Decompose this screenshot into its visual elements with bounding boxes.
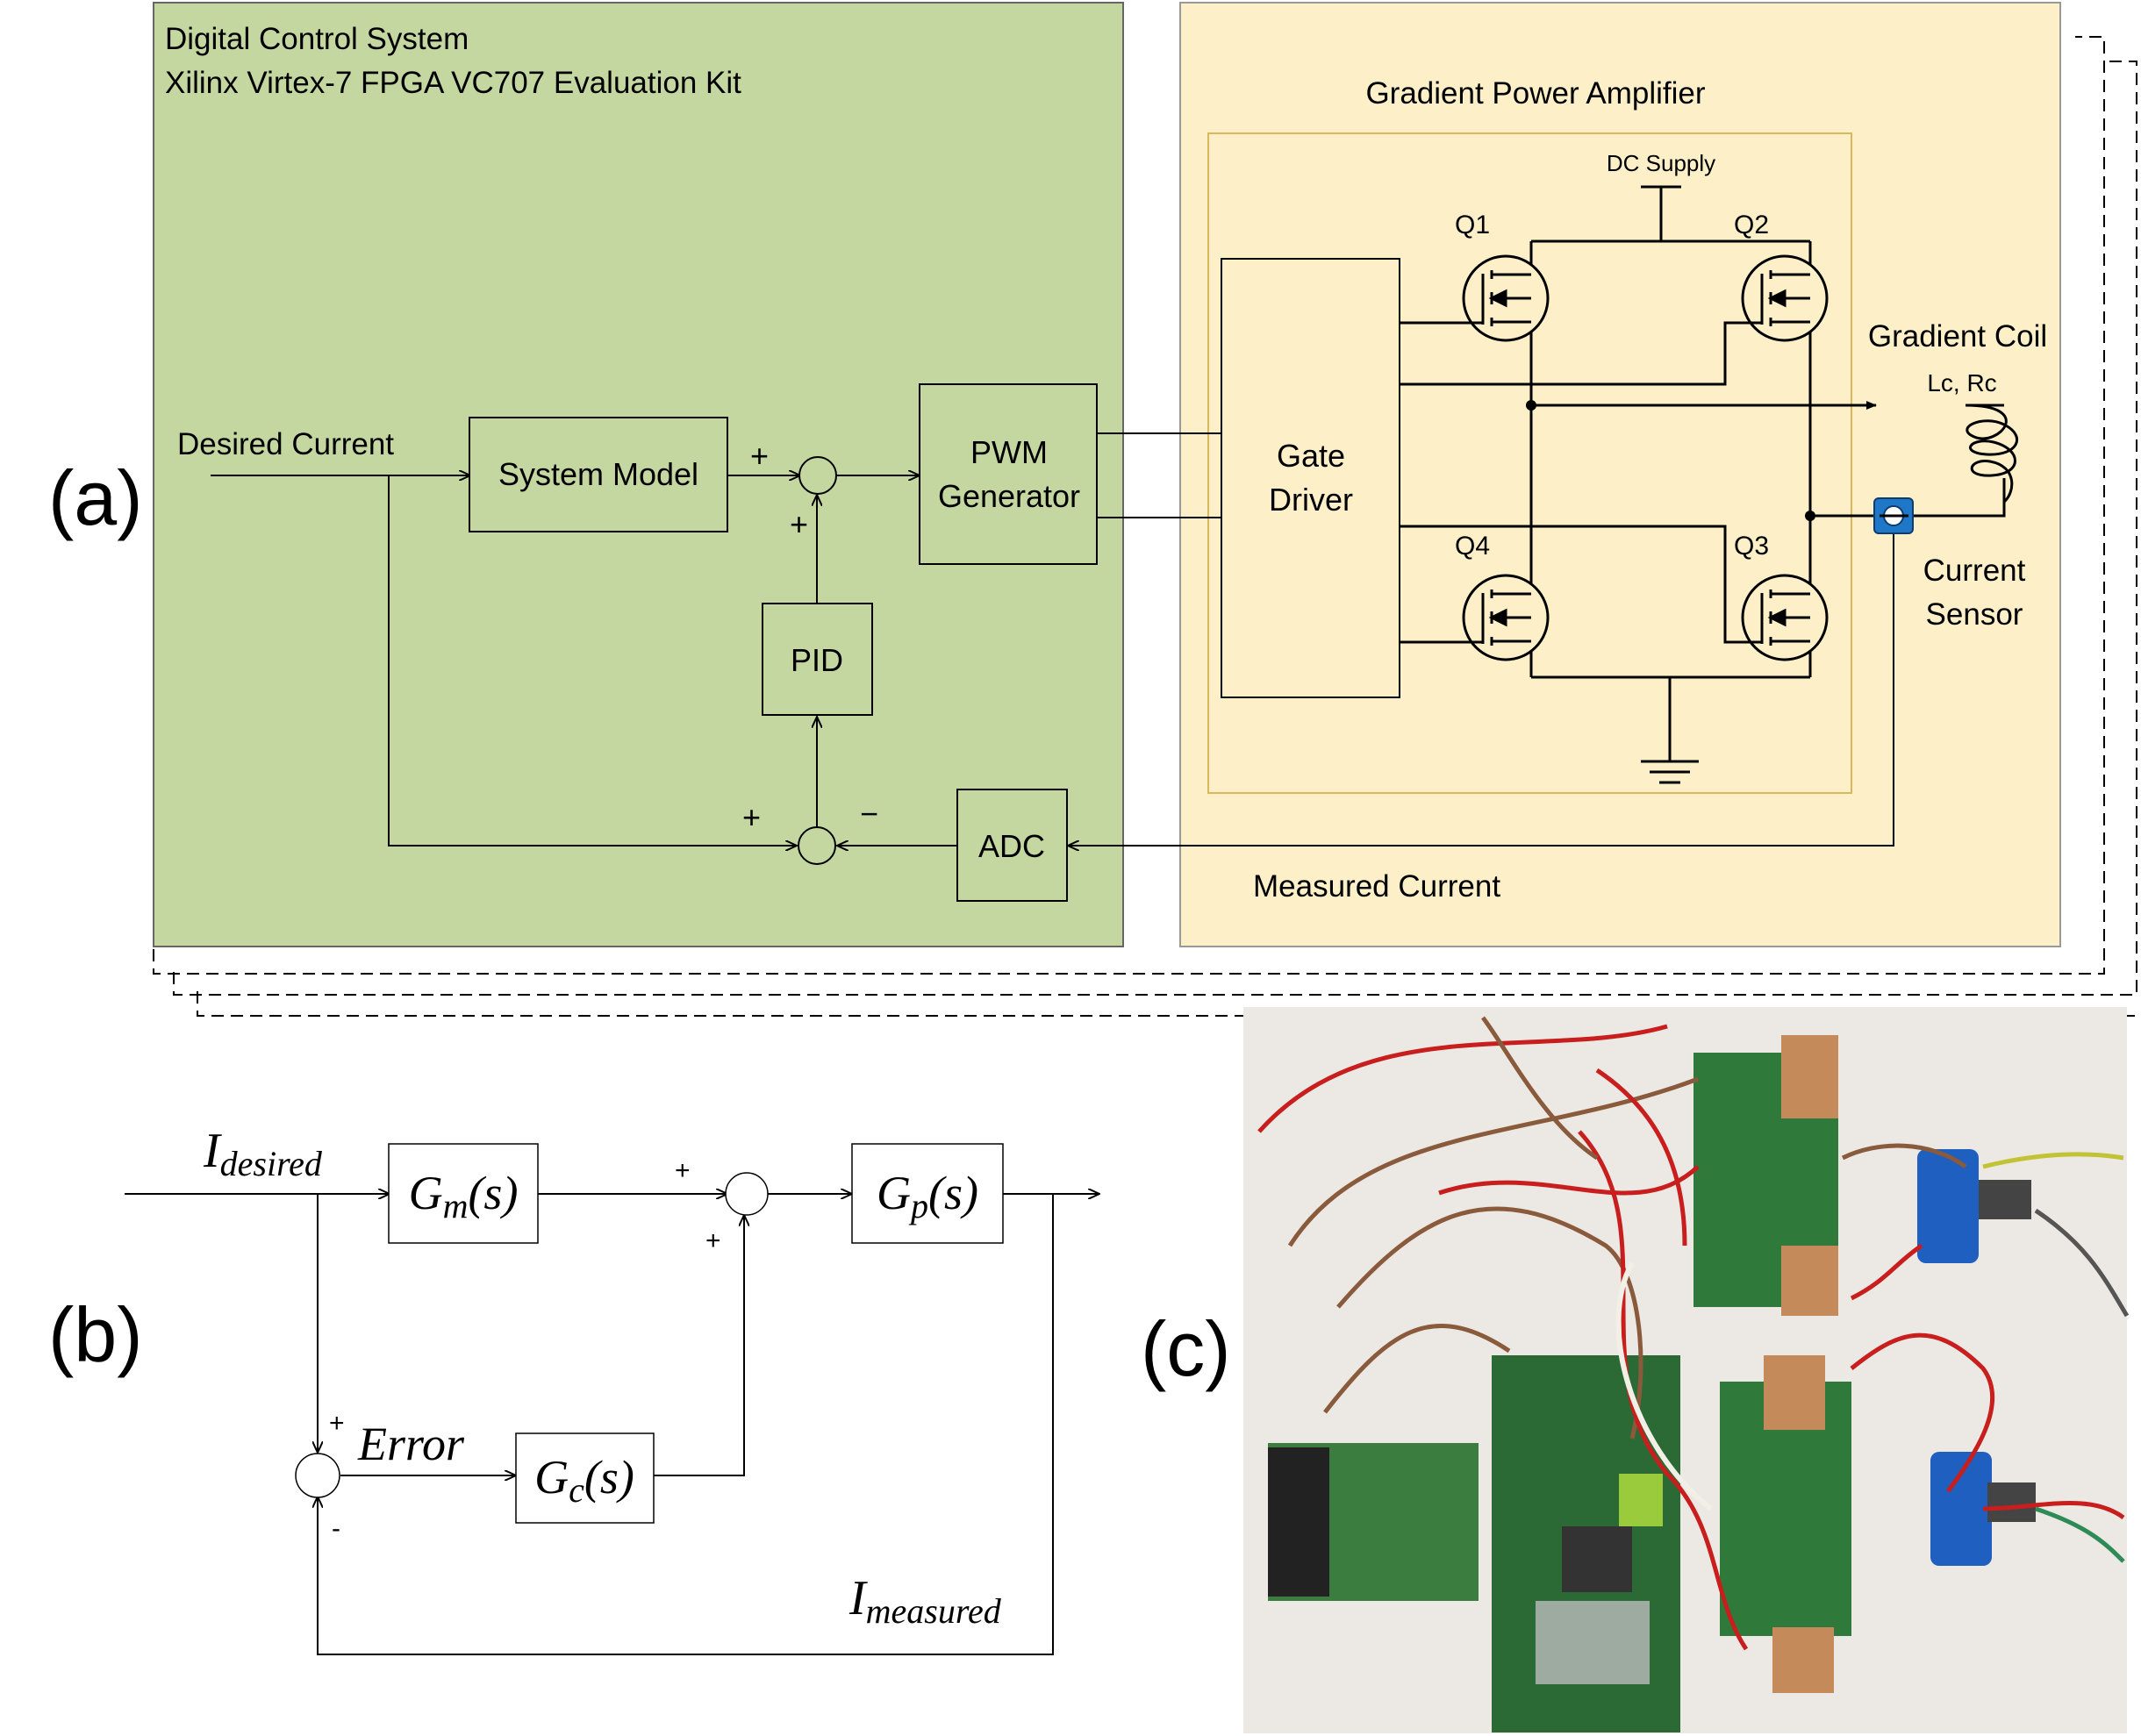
current-sensor-label-2: Sensor bbox=[1926, 597, 2023, 632]
sum-error-plus: + bbox=[329, 1409, 345, 1438]
mosfet-q1 bbox=[1462, 254, 1550, 342]
sum1-plus-bottom: + bbox=[790, 506, 808, 542]
sum1-plus-top: + bbox=[750, 438, 769, 474]
gp-main: G bbox=[877, 1167, 911, 1219]
control-title-1: Digital Control System bbox=[165, 22, 469, 56]
amplifier-title: Gradient Power Amplifier bbox=[1365, 76, 1705, 111]
gradient-coil-label: Gradient Coil bbox=[1868, 319, 2047, 354]
pwm-label-1: PWM bbox=[970, 434, 1048, 470]
feedforward-line bbox=[388, 475, 796, 846]
i-measured-label: Imeasured bbox=[849, 1571, 1002, 1631]
summing-junction-forward bbox=[725, 1172, 769, 1216]
system-model-label: System Model bbox=[498, 456, 698, 492]
summing-junction-error bbox=[295, 1453, 340, 1498]
panel-label-b: (b) bbox=[48, 1291, 143, 1378]
measured-current-line bbox=[1069, 526, 1894, 846]
measured-current-label: Measured Current bbox=[1253, 869, 1500, 904]
pid-label: PID bbox=[791, 642, 843, 678]
coil-params-label: Lc, Rc bbox=[1927, 369, 1996, 396]
gm-main: G bbox=[409, 1167, 443, 1219]
i-desired-main: I bbox=[203, 1124, 222, 1178]
sum2-plus: + bbox=[742, 799, 761, 835]
sum2-minus: − bbox=[860, 796, 878, 832]
gm-block bbox=[388, 1143, 539, 1244]
mosfet-q2 bbox=[1741, 254, 1829, 342]
q4-label: Q4 bbox=[1455, 532, 1490, 561]
gate-driver-label-2: Driver bbox=[1269, 482, 1353, 518]
mosfet-q4 bbox=[1462, 574, 1550, 661]
node-dot-left bbox=[1526, 400, 1536, 411]
sum-error-minus: - bbox=[332, 1514, 340, 1543]
pid-block bbox=[762, 603, 873, 716]
gc-main: G bbox=[534, 1451, 569, 1504]
summing-junction-top bbox=[798, 456, 837, 495]
amplifier-inner-box bbox=[1207, 132, 1852, 794]
i-measured-sub: measured bbox=[866, 1591, 1002, 1631]
i-measured-main: I bbox=[849, 1571, 868, 1625]
panel-a: Digital Control System Xilinx Virtex-7 F… bbox=[48, 2, 2139, 1017]
hardware-photo bbox=[1243, 1007, 2130, 1733]
i-desired-label: Idesired bbox=[203, 1124, 323, 1183]
gm-arg: (s) bbox=[468, 1167, 518, 1219]
gp-block bbox=[851, 1143, 1004, 1244]
gc-arg: (s) bbox=[584, 1451, 634, 1504]
q2-label: Q2 bbox=[1734, 211, 1769, 239]
error-label: Error bbox=[357, 1418, 465, 1470]
sum-forward-plus-top: + bbox=[675, 1156, 691, 1185]
system-model-block bbox=[469, 417, 728, 532]
dc-supply-label: DC Supply bbox=[1607, 150, 1715, 176]
adc-label: ADC bbox=[978, 828, 1045, 864]
pwm-generator-block bbox=[919, 383, 1098, 565]
q1-label: Q1 bbox=[1455, 211, 1490, 239]
panel-c: (c) bbox=[1141, 1007, 2130, 1733]
gc-label: Gc(s) bbox=[534, 1451, 634, 1510]
pwm-label-2: Generator bbox=[938, 478, 1080, 514]
gm-label: Gm(s) bbox=[409, 1167, 519, 1225]
panel-label-a: (a) bbox=[48, 454, 143, 541]
gp-label: Gp(s) bbox=[877, 1167, 978, 1225]
mosfet-q3 bbox=[1741, 574, 1829, 661]
block-diagram-lines bbox=[125, 1194, 1099, 1655]
stack-outline-1 bbox=[153, 36, 2105, 975]
desired-current-label: Desired Current bbox=[177, 427, 394, 461]
panel-label-c: (c) bbox=[1141, 1305, 1231, 1392]
control-title-2: Xilinx Virtex-7 FPGA VC707 Evaluation Ki… bbox=[165, 66, 741, 100]
q3-label: Q3 bbox=[1734, 532, 1769, 561]
gate-driver-block bbox=[1221, 258, 1400, 698]
gc-sub: c bbox=[569, 1470, 584, 1510]
i-desired-sub: desired bbox=[220, 1144, 323, 1183]
node-dot-right bbox=[1805, 511, 1815, 521]
adc-block bbox=[956, 789, 1068, 902]
gradient-coil-icon bbox=[1965, 404, 2019, 504]
current-sensor-label-1: Current bbox=[1923, 554, 2026, 588]
gp-sub: p bbox=[908, 1186, 928, 1225]
gate-driver-label-1: Gate bbox=[1277, 438, 1345, 474]
sum-forward-plus-bottom: + bbox=[705, 1226, 721, 1255]
gp-arg: (s) bbox=[928, 1167, 978, 1219]
gc-block bbox=[515, 1432, 655, 1524]
gm-sub: m bbox=[443, 1186, 469, 1225]
panel-b: (b) Gm(s) + + Gp(s) Idesired + - Error G… bbox=[48, 1124, 1099, 1655]
summing-junction-bottom bbox=[798, 826, 836, 865]
